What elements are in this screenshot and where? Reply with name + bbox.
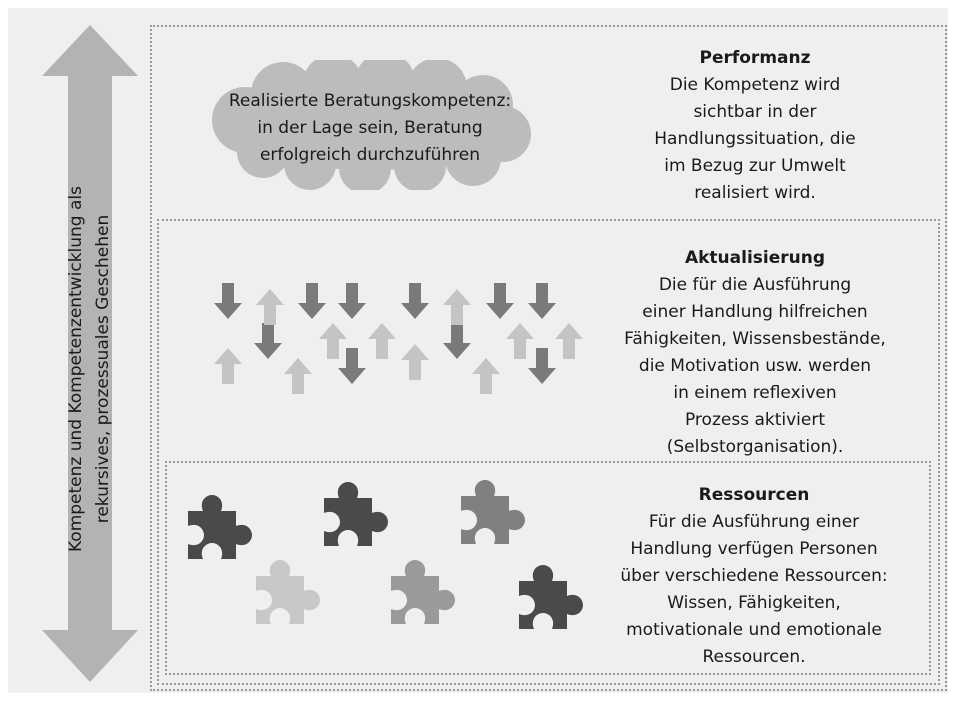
aktualisierung-line: Die für die Ausführung <box>658 275 852 295</box>
puzzle-piece-icon <box>461 480 525 544</box>
ressourcen-description: Ressourcen Für die Ausführung einer Hand… <box>598 482 910 671</box>
cloud-line-1: Realisierte Beratungskompetenz: <box>228 91 512 111</box>
aktualisierung-frame <box>157 219 940 685</box>
puzzle-piece-icon <box>324 482 388 546</box>
puzzle-piece-icon <box>256 560 320 624</box>
ressourcen-line: Ressourcen. <box>702 647 806 667</box>
performanz-description: Performanz Die Kompetenz wird sichtbar i… <box>605 45 905 207</box>
cloud-icon <box>212 60 531 190</box>
ressourcen-line: über verschiedene Ressourcen: <box>620 566 888 586</box>
side-arrow-shape <box>42 25 138 682</box>
performanz-line: im Bezug zur Umwelt <box>664 156 846 176</box>
aktualisierung-line: Fähigkeiten, Wissensbestände, <box>624 329 886 349</box>
ressourcen-line: motivationale und emotionale <box>626 620 882 640</box>
performanz-line: Die Kompetenz wird <box>669 75 841 95</box>
puzzle-piece-icon <box>391 560 455 624</box>
aktualisierung-description: Aktualisierung Die für die Ausführung ei… <box>605 245 905 461</box>
aktualisierung-line: (Selbstorganisation). <box>666 437 844 457</box>
ressourcen-line: Wissen, Fähigkeiten, <box>667 593 841 613</box>
aktualisierung-line: Prozess aktiviert <box>684 410 826 430</box>
cloud-line-3: erfolgreich durchzuführen <box>259 145 481 165</box>
performanz-line: sichtbar in der <box>693 102 817 122</box>
performanz-line: Handlungssituation, die <box>654 129 856 149</box>
aktualisierung-line: die Motivation usw. werden <box>638 356 872 376</box>
aktualisierung-line: in einem reflexiven <box>673 383 837 403</box>
puzzle-piece-icon <box>188 495 252 559</box>
puzzle-piece-icon <box>519 565 583 629</box>
performanz-heading: Performanz <box>699 48 811 68</box>
ressourcen-frame <box>165 461 931 675</box>
cloud-text: Realisierte Beratungskompetenz: in der L… <box>220 88 520 169</box>
performanz-line: realisiert wird. <box>694 183 816 203</box>
cloud-line-2: in der Lage sein, Beratung <box>257 118 483 138</box>
ressourcen-line: Handlung verfügen Personen <box>630 539 878 559</box>
ressourcen-line: Für die Ausführung einer <box>648 512 860 532</box>
performanz-frame <box>150 25 947 691</box>
aktualisierung-heading: Aktualisierung <box>684 248 826 268</box>
aktualisierung-line: einer Handlung hilfreichen <box>642 302 868 322</box>
ressourcen-heading: Ressourcen <box>698 485 810 505</box>
